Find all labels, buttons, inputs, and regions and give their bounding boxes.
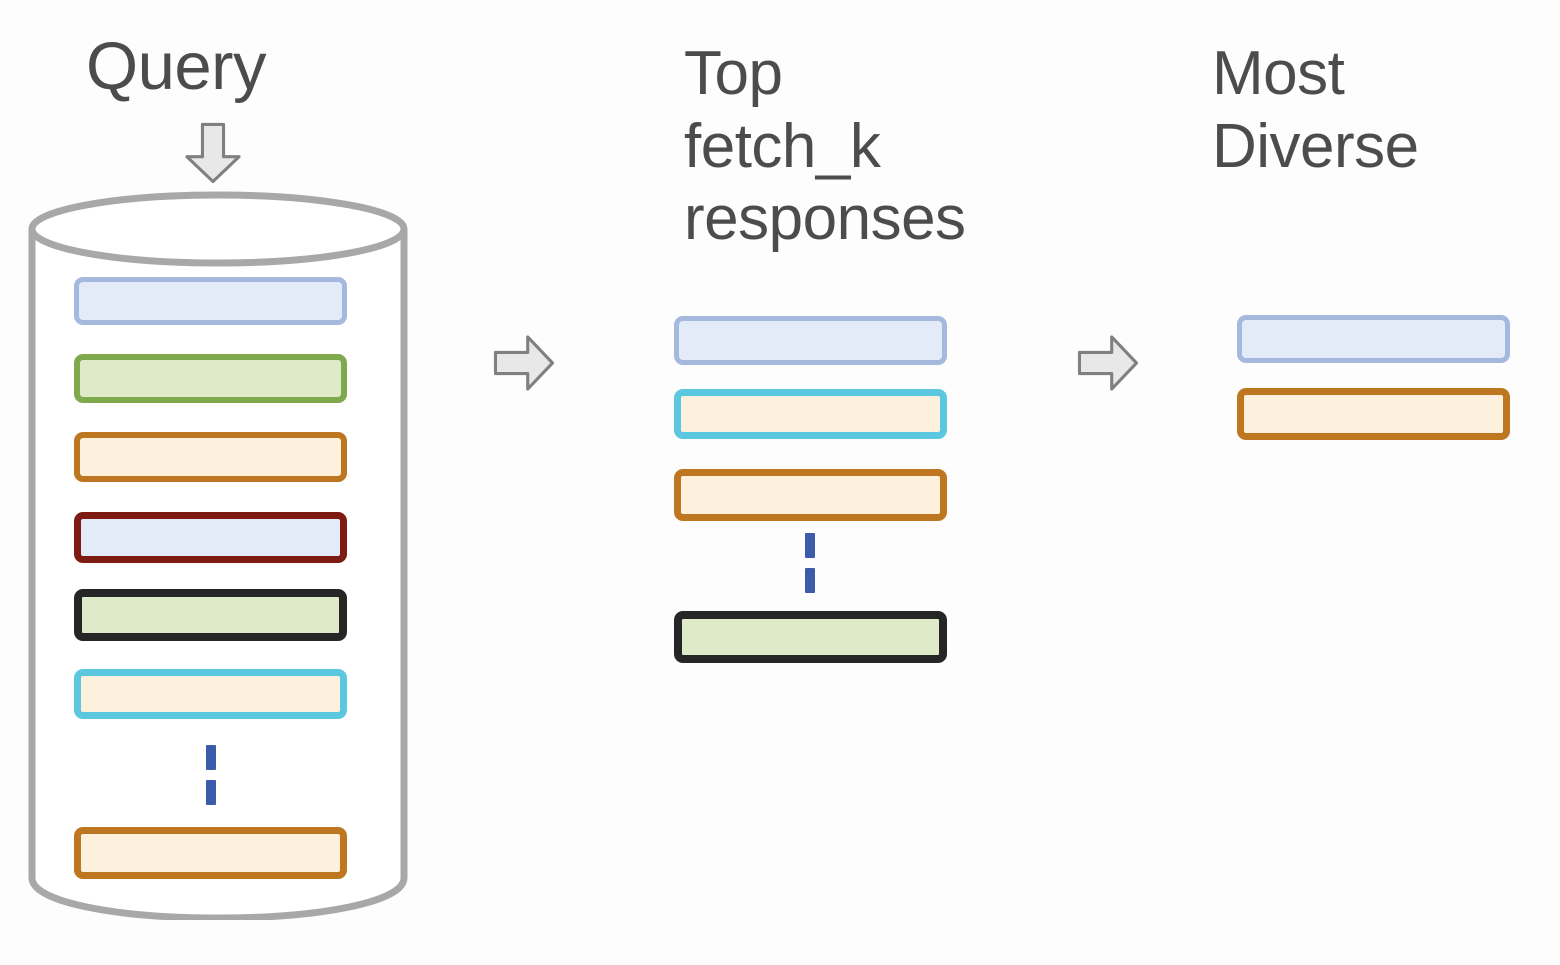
- column-heading-top-fetch-k: Top fetch_k responses: [684, 39, 966, 254]
- diverse-1[interactable]: [1237, 315, 1510, 363]
- arrow-store-to-fetched: [489, 332, 559, 394]
- doc-4[interactable]: [74, 512, 347, 563]
- doc-1[interactable]: [74, 277, 347, 325]
- column-heading-query: Query: [86, 29, 266, 104]
- doc-2[interactable]: [74, 354, 347, 403]
- store-ellipsis-icon: [206, 745, 216, 805]
- fetched-3[interactable]: [674, 469, 947, 521]
- fetched-4[interactable]: [674, 611, 947, 663]
- fetched-ellipsis-icon: [805, 533, 815, 593]
- doc-6[interactable]: [74, 669, 347, 719]
- doc-7[interactable]: [74, 827, 347, 879]
- column-heading-most-diverse: Most Diverse: [1212, 39, 1419, 181]
- doc-5[interactable]: [74, 589, 347, 641]
- doc-3[interactable]: [74, 432, 347, 482]
- arrow-fetched-to-diverse: [1073, 332, 1143, 394]
- diverse-2[interactable]: [1237, 388, 1510, 440]
- fetched-2[interactable]: [674, 389, 947, 439]
- arrow-query-into-store: [182, 118, 244, 188]
- fetched-1[interactable]: [674, 316, 947, 365]
